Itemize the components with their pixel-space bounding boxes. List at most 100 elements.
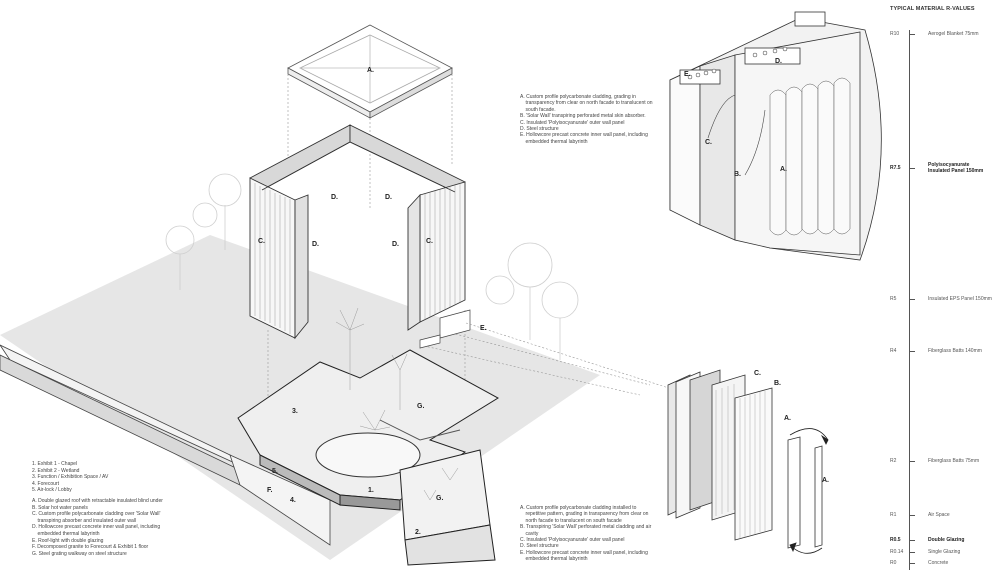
legend-line: embedded thermal labyrinth: [32, 530, 100, 537]
legend-line: transpiring absorber and insulated outer…: [32, 517, 136, 524]
legend-line: 3. Function / Exhibition Space / AV: [32, 474, 109, 481]
r-value-material: Fiberglass Batts 140mm: [928, 348, 982, 354]
wall-tag: D.: [385, 194, 392, 201]
note-line: C. Insulated 'Polyisocyanurate' outer wa…: [520, 537, 625, 544]
layer-tag: A.: [784, 415, 791, 422]
wall-tag: D.: [392, 241, 399, 248]
wall-layers-exploded: [667, 369, 823, 549]
r-value: R5: [890, 296, 897, 302]
roof-tag: A.: [367, 67, 374, 74]
r-value: R1: [890, 512, 897, 518]
wall-tag: D.: [312, 241, 319, 248]
space-tag: 5.: [272, 468, 278, 475]
legend-line: G. Steel grating walkway on steel struct…: [32, 550, 127, 557]
space-tag: G.: [417, 403, 424, 410]
roof-light-tag: E.: [480, 325, 487, 332]
detail-tag: A.: [780, 166, 787, 173]
space-tag: G.: [436, 495, 443, 502]
r-value: R2: [890, 458, 897, 464]
legend: 1. Exhibit 1 - Chapel 2. Exhibit 2 - Wet…: [32, 461, 163, 557]
r-value-tick: [909, 563, 915, 564]
layer-tag: A.: [822, 477, 829, 484]
space-tag: F.: [267, 487, 273, 494]
roof-light: [419, 309, 471, 349]
note-line: B. Transpiring 'Solar Wall' perforated m…: [520, 524, 652, 531]
note-line: C. Insulated 'Polyisocyanurate' outer wa…: [520, 119, 625, 126]
r-value-row: R7.5 Polyisocyanurate Insulated Panel 15…: [870, 162, 1000, 174]
r-value-material: Polyisocyanurate Insulated Panel 150mm: [928, 162, 984, 174]
walkway: [0, 344, 331, 546]
rotation-arrows: [789, 428, 829, 554]
r-value-material: Single Glazing: [928, 549, 961, 555]
r-value-row: R0 Concrete: [870, 560, 1000, 568]
legend-line: A. Double glazed roof with retractable i…: [32, 497, 163, 504]
note-line: D. Steel structure: [520, 126, 559, 133]
r-value-material: Air Space: [928, 512, 950, 518]
detail-tag: C.: [705, 139, 712, 146]
note-line: embedded thermal labyrinth: [520, 556, 588, 563]
background-trees: [165, 173, 579, 360]
legend-line: C. Custom profile polycarbonate cladding…: [32, 511, 161, 518]
layer-tag: B.: [774, 380, 781, 387]
detail-connector: [465, 322, 676, 391]
r-value: R7.5: [890, 165, 901, 171]
note-line: A. Custom profile polycarbonate cladding…: [520, 505, 637, 511]
r-value-tick: [909, 299, 915, 300]
legend-line: F. Decomposed granite to Forecourt & Exh…: [32, 544, 149, 551]
r-value-row: R4 Fiberglass Batts 140mm: [870, 348, 1000, 356]
notes-top: A. Custom profile polycarbonate cladding…: [520, 94, 653, 145]
r-value-title: TYPICAL MATERIAL R-VALUES: [890, 6, 975, 12]
r-value-row: R0.14 Single Glazing: [870, 549, 1000, 557]
r-value-material: Concrete: [928, 560, 949, 566]
space-tag: 4.: [290, 497, 296, 504]
space-tag: 1.: [368, 487, 374, 494]
r-value-tick: [909, 168, 915, 169]
legend-line: 4. Forecourt: [32, 480, 59, 487]
note-line: embedded thermal labyrinth: [520, 138, 588, 145]
legend-line: E. Roof-light with double glazing: [32, 537, 104, 544]
r-value-scale: TYPICAL MATERIAL R-VALUES R10 Aerogel Bl…: [870, 0, 1000, 582]
legend-line: 5. Air-lock / Lobby: [32, 487, 72, 494]
r-value-tick: [909, 552, 915, 553]
notes-bottom: A. Custom profile polycarbonate cladding…: [520, 505, 651, 563]
r-value: R0.5: [890, 537, 901, 543]
legend-line: D. Hollowcore precast concrete inner wal…: [32, 524, 161, 531]
r-value-material: Insulated EPS Panel 150mm: [928, 296, 992, 302]
r-value-row: R5 Insulated EPS Panel 150mm: [870, 296, 1000, 304]
r-value-axis: [909, 30, 910, 570]
r-value-row: R2 Fiberglass Batts 75mm: [870, 458, 1000, 466]
r-value: R10: [890, 31, 900, 37]
r-value-material: Double Glazing: [928, 537, 965, 543]
corrugated-cladding: [769, 77, 851, 236]
note-line: north facade to translucent on south fac…: [520, 517, 622, 524]
legend-line: 1. Exhibit 1 - Chapel: [32, 461, 78, 467]
plants: [335, 307, 459, 501]
detail-tag: D.: [775, 58, 782, 65]
r-value-material: Fiberglass Batts 75mm: [928, 458, 980, 464]
r-value-tick: [909, 351, 915, 352]
r-value-row: R0.5 Double Glazing: [870, 537, 1000, 545]
floor-plan: [237, 349, 499, 566]
r-value-row: R1 Air Space: [870, 512, 1000, 520]
detail-tag: E.: [684, 71, 691, 78]
note-line: E. Hollowcore precast concrete inner wal…: [520, 132, 648, 139]
cladding-tag: C.: [426, 238, 433, 245]
note-line: D. Steel structure: [520, 543, 559, 550]
r-value-tick: [909, 34, 915, 35]
wall-enclosure: [249, 124, 466, 340]
wall-tag: D.: [331, 194, 338, 201]
layer-hatching: [715, 384, 766, 538]
legend-line: 2. Exhibit 2 - Wetland: [32, 467, 80, 474]
detail-holes: [687, 46, 788, 80]
space-tag: 2.: [415, 529, 421, 536]
space-tag: 3.: [292, 408, 298, 415]
cladding-tag: C.: [258, 238, 265, 245]
r-value: R0: [890, 560, 897, 566]
wall-hatching: [254, 183, 461, 334]
layer-tag: C.: [754, 370, 761, 377]
r-value-tick: [909, 461, 915, 462]
note-line: transparency from clear on north facade …: [520, 100, 653, 107]
leader-line: [744, 109, 766, 176]
r-value: R4: [890, 348, 897, 354]
r-value-tick: [909, 515, 915, 516]
